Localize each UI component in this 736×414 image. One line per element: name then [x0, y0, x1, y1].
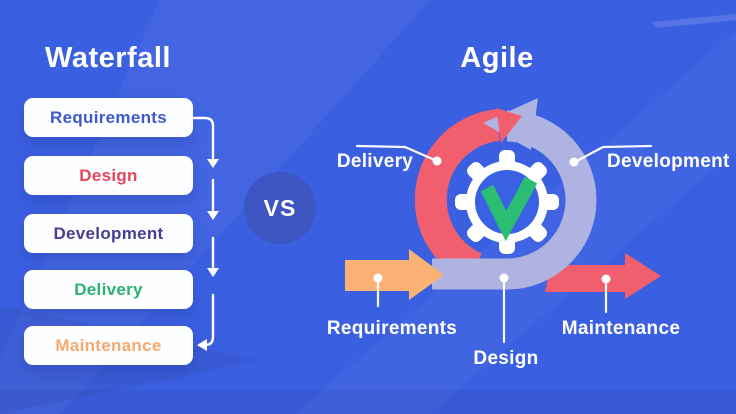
delivery-connector	[355, 144, 439, 163]
decor-streak	[652, 14, 736, 28]
arrow-down-icon	[207, 268, 219, 277]
arrow-down-icon	[207, 211, 219, 220]
checkmark-icon	[480, 176, 538, 242]
step-label: Development	[53, 223, 164, 243]
waterfall-step-delivery: Delivery	[24, 270, 193, 309]
cycle-red-arc	[414, 109, 501, 283]
agile-stage-development: Development	[607, 151, 730, 172]
step-label: Design	[79, 165, 138, 185]
flow-connector-1	[191, 116, 215, 160]
requirements-dot-icon	[373, 273, 383, 283]
arrow-down-icon	[207, 159, 219, 168]
waterfall-step-requirements: Requirements	[24, 98, 193, 137]
gear-checkmark-icon	[455, 150, 559, 254]
waterfall-step-development: Development	[24, 214, 193, 253]
vs-badge: VS	[244, 172, 316, 244]
delivery-dot-icon	[432, 156, 442, 166]
requirements-arrow-icon	[345, 249, 444, 300]
agile-stage-requirements: Requirements	[326, 318, 458, 339]
development-connector	[573, 144, 653, 164]
step-label: Requirements	[50, 107, 167, 127]
decor-diagonal-left	[0, 0, 430, 414]
agile-stage-maintenance: Maintenance	[561, 318, 681, 339]
agile-stage-delivery: Delivery	[336, 151, 414, 172]
vs-label: VS	[263, 194, 297, 221]
decor-bottom-band	[0, 390, 736, 414]
arrow-left-icon	[197, 339, 207, 351]
cycle-lavender-arc	[432, 110, 597, 290]
development-dot-icon	[569, 157, 579, 167]
waterfall-step-design: Design	[24, 156, 193, 195]
agile-stage-design: Design	[473, 348, 539, 369]
cycle-red-tail	[496, 108, 522, 143]
agile-title: Agile	[460, 42, 534, 74]
design-dot-icon	[499, 273, 509, 283]
waterfall-title: Waterfall	[45, 42, 171, 74]
step-label: Delivery	[74, 279, 143, 299]
waterfall-step-maintenance: Maintenance	[24, 326, 193, 365]
step-label: Maintenance	[55, 335, 162, 355]
maintenance-dot-icon	[601, 274, 611, 284]
